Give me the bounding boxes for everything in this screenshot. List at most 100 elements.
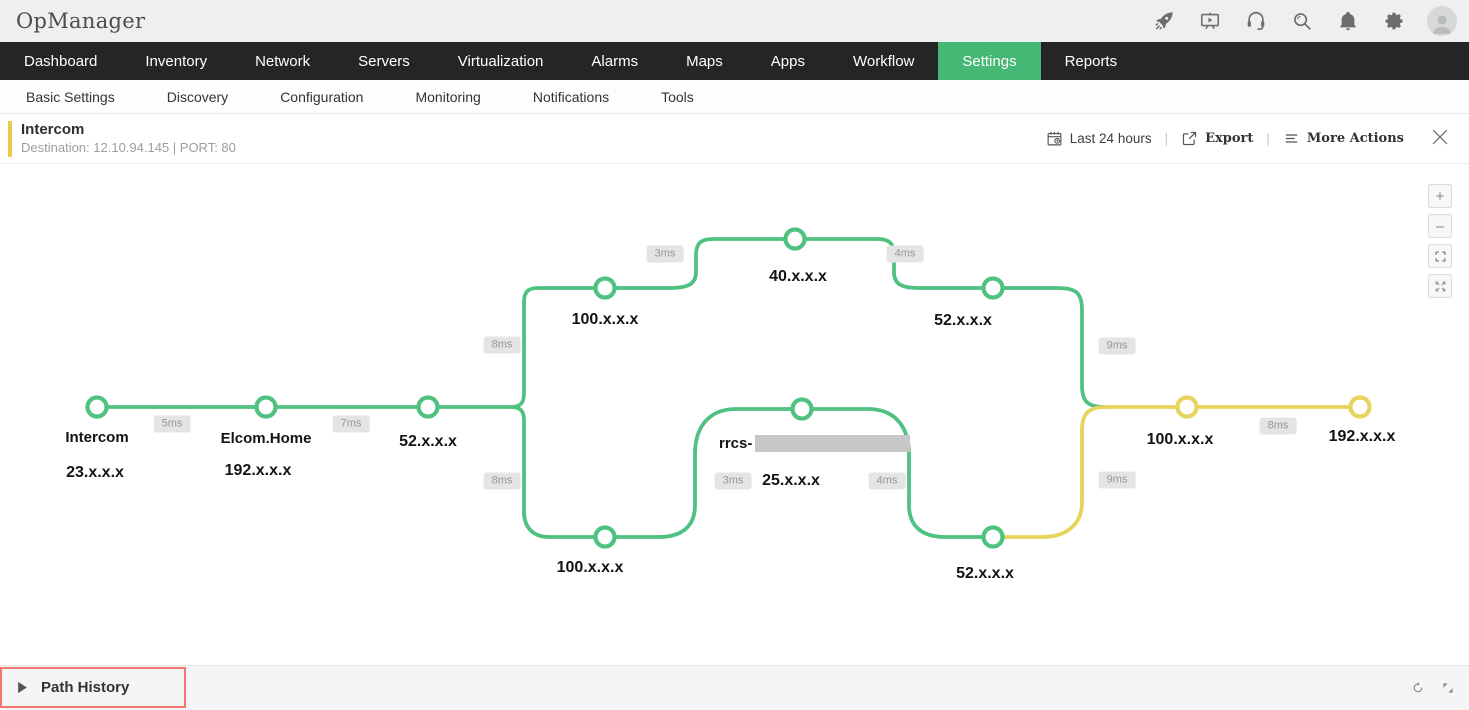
destination-info: Destination: 12.10.94.145 | PORT: 80 [21, 140, 236, 155]
path-history-label: Path History [41, 679, 130, 696]
path-history-toggle[interactable]: Path History [0, 667, 186, 708]
node-upper-hop4[interactable] [593, 276, 617, 300]
top-bar: OpManager [0, 0, 1469, 42]
subnav-item-discovery[interactable]: Discovery [166, 88, 229, 105]
node-hop2[interactable] [254, 395, 278, 419]
separator: | [1164, 131, 1169, 146]
time-range-selector[interactable]: Last 24 hours [1046, 130, 1152, 147]
user-avatar[interactable] [1427, 6, 1457, 36]
zoom-out-button[interactable]: – [1428, 214, 1452, 238]
latency-badge: 9ms [1098, 337, 1136, 355]
training-video-icon[interactable] [1197, 8, 1223, 34]
nav-item-reports[interactable]: Reports [1064, 52, 1118, 70]
node-label-upper-hop4-ip: 100.x.x.x [571, 311, 639, 328]
zoom-controls: + – [1428, 184, 1452, 298]
settings-sub-nav: Basic Settings Discovery Configuration M… [0, 80, 1469, 114]
search-icon[interactable] [1289, 8, 1315, 34]
path-map-svg [85, 227, 1372, 549]
page-header: Intercom Destination: 12.10.94.145 | POR… [0, 114, 1469, 164]
path-history-bar: Path History [0, 665, 1469, 710]
refresh-icon[interactable] [1411, 681, 1425, 695]
node-destination[interactable] [1348, 395, 1372, 419]
node-label-source-ip: 23.x.x.x [66, 464, 124, 481]
node-lower-hop6[interactable] [981, 525, 1005, 549]
export-icon [1182, 131, 1197, 146]
page-header-actions: Last 24 hours | Export | More Actions [1046, 126, 1451, 151]
node-hop3[interactable] [416, 395, 440, 419]
latency-badge: 3ms [714, 472, 752, 490]
app-logo: OpManager [16, 9, 146, 33]
subnav-item-basic-settings[interactable]: Basic Settings [26, 88, 115, 105]
nav-item-servers[interactable]: Servers [358, 52, 410, 70]
resize-icon[interactable] [1441, 681, 1455, 695]
nav-item-dashboard[interactable]: Dashboard [24, 52, 98, 70]
close-icon[interactable] [1429, 126, 1451, 151]
subnav-item-tools[interactable]: Tools [661, 88, 694, 105]
more-actions-label: More Actions [1306, 131, 1404, 146]
node-label-hop2-name: Elcom.Home [220, 430, 312, 447]
node-label-hop7-ip: 100.x.x.x [1146, 431, 1214, 448]
more-actions-button[interactable]: More Actions [1283, 130, 1404, 147]
subnav-item-configuration[interactable]: Configuration [280, 88, 364, 105]
node-label-lower-hop4-ip: 100.x.x.x [556, 559, 624, 576]
subnav-item-notifications[interactable]: Notifications [532, 88, 610, 105]
node-lower-hop4[interactable] [593, 525, 617, 549]
settings-gear-icon[interactable] [1381, 8, 1407, 34]
latency-badge: 4ms [868, 472, 906, 490]
node-label-destination-ip: 192.x.x.x [1328, 428, 1396, 445]
list-icon [1285, 134, 1298, 143]
fit-to-screen-button[interactable] [1428, 244, 1452, 268]
node-label-upper-hop5-ip: 40.x.x.x [769, 268, 827, 285]
node-label-hop3-ip: 52.x.x.x [399, 433, 457, 450]
expand-caret-icon [17, 681, 28, 694]
node-label-lower-hop5-ip: 25.x.x.x [762, 472, 820, 489]
latency-badge: 5ms [153, 415, 191, 433]
nav-item-inventory[interactable]: Inventory [145, 52, 208, 70]
support-headset-icon[interactable] [1243, 8, 1269, 34]
nav-item-apps[interactable]: Apps [770, 52, 805, 70]
node-hop7[interactable] [1175, 395, 1199, 419]
latency-badge: 8ms [483, 336, 521, 354]
nav-item-alarms[interactable]: Alarms [591, 52, 639, 70]
notifications-bell-icon[interactable] [1335, 8, 1361, 34]
calendar-clock-icon [1047, 131, 1062, 146]
nav-item-network[interactable]: Network [255, 52, 311, 70]
rocket-icon[interactable] [1151, 8, 1177, 34]
node-label-hop2-ip: 192.x.x.x [224, 462, 292, 479]
fullscreen-button[interactable] [1428, 274, 1452, 298]
yellow-path [993, 405, 1360, 539]
node-label-lower-hop6-ip: 52.x.x.x [956, 565, 1014, 582]
page-header-left: Intercom Destination: 12.10.94.145 | POR… [8, 120, 236, 157]
time-range-label: Last 24 hours [1069, 131, 1152, 146]
node-label-source-name: Intercom [65, 429, 129, 446]
expand-arrows-icon [1435, 281, 1445, 291]
fit-screen-icon [1434, 250, 1446, 262]
rrcs-name-prefix: rrcs- [719, 435, 753, 452]
node-source[interactable] [85, 395, 109, 419]
lower-path [509, 405, 993, 539]
latency-badge: 4ms [886, 245, 924, 263]
latency-badge: 8ms [1259, 417, 1297, 435]
nav-item-virtualization[interactable]: Virtualization [457, 52, 544, 70]
redaction-bar [755, 435, 911, 452]
subnav-item-monitoring[interactable]: Monitoring [415, 88, 481, 105]
footer-icon-group [1411, 681, 1455, 695]
latency-badge: 7ms [332, 415, 370, 433]
zoom-in-button[interactable]: + [1428, 184, 1452, 208]
separator: | [1266, 131, 1270, 146]
export-label: Export [1205, 131, 1254, 146]
node-upper-hop5[interactable] [783, 227, 807, 251]
nav-item-workflow[interactable]: Workflow [852, 52, 915, 70]
latency-badge: 9ms [1098, 471, 1136, 489]
node-upper-hop6[interactable] [981, 276, 1005, 300]
topbar-icon-group [1151, 6, 1457, 36]
latency-badge: 8ms [483, 472, 521, 490]
status-color-bar [8, 120, 12, 157]
node-label-upper-hop6-ip: 52.x.x.x [934, 312, 992, 329]
page-title: Intercom [21, 121, 85, 138]
nav-item-settings[interactable]: Settings [938, 42, 1041, 80]
node-lower-hop5[interactable] [790, 397, 814, 421]
nav-item-maps[interactable]: Maps [686, 52, 723, 70]
export-button[interactable]: Export [1181, 130, 1253, 147]
path-map-canvas[interactable]: Intercom 23.x.x.x Elcom.Home 192.x.x.x 5… [0, 164, 1469, 665]
